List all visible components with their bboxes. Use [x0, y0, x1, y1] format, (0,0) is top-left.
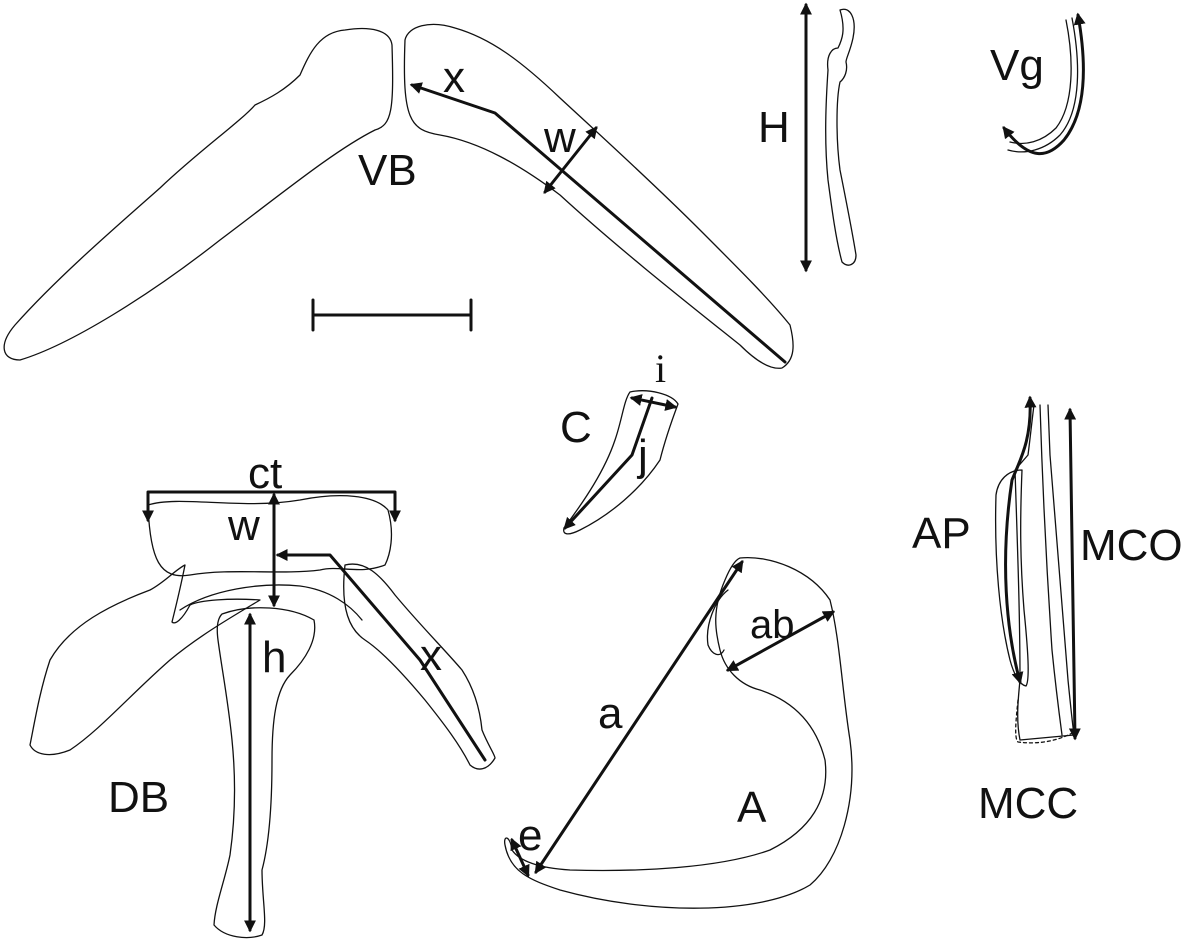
dorsal-bar-x-label: x	[420, 631, 442, 680]
ventral-bar-x-measure	[409, 82, 787, 364]
hook-outline	[825, 8, 857, 266]
male-copulatory-organ: AP MCO MCC	[912, 395, 1183, 828]
dorsal-bar-left-arm	[29, 564, 261, 756]
accessory-piece-outline	[994, 469, 1029, 687]
dorsal-bar-x-measure	[275, 549, 487, 762]
hook: H	[758, 2, 857, 273]
accessory-piece-measure	[1004, 395, 1037, 685]
dorsal-bar-w-label: w	[227, 501, 260, 550]
dorsal-bar-ct-label: ct	[248, 449, 282, 498]
mcc-label: MCC	[978, 779, 1078, 828]
copulatory-piece-j-label: j	[636, 431, 648, 480]
mco-tube-inner	[1039, 404, 1063, 736]
vagina-measure	[1002, 12, 1086, 155]
ventral-bar-x-label: x	[443, 53, 465, 102]
hook-label: H	[758, 103, 790, 152]
dorsal-bar: ct w h x DB	[29, 449, 496, 939]
mco-length-measure	[1064, 407, 1081, 741]
anchor-ab-label: ab	[750, 603, 795, 647]
anchor-a-measure	[534, 560, 744, 874]
mco-label: MCO	[1080, 521, 1183, 570]
anchor-outline	[503, 556, 853, 909]
dorsal-bar-stem	[213, 607, 316, 939]
mco-base	[1015, 699, 1075, 744]
dorsal-bar-right-arm	[343, 563, 496, 770]
copulatory-piece-i-measure	[629, 394, 678, 411]
ventral-bar: x w VB	[3, 23, 794, 369]
dorsal-bar-ct-measure	[142, 490, 401, 523]
copulatory-piece-i-label: i	[655, 346, 666, 391]
anchor: a ab e A	[503, 556, 853, 909]
anchor-label: A	[737, 783, 767, 832]
vagina: Vg	[990, 12, 1086, 155]
copulatory-piece-outline	[563, 390, 679, 535]
mco-tube-outer	[1014, 404, 1075, 741]
copulatory-piece-j-measure	[563, 396, 654, 530]
ventral-bar-left-arm	[3, 27, 394, 361]
ventral-bar-label: VB	[358, 146, 417, 195]
accessory-piece-label: AP	[912, 509, 971, 558]
dorsal-bar-label: DB	[108, 773, 169, 822]
dorsal-bar-h-label: h	[262, 633, 286, 682]
dorsal-bar-arch	[179, 584, 363, 621]
ventral-bar-w-label: w	[543, 113, 576, 162]
copulatory-piece: i j C	[560, 346, 679, 535]
ventral-bar-right-arm	[403, 23, 794, 369]
anchor-ab-measure	[725, 610, 836, 672]
ventral-bar-w-measure	[543, 126, 598, 194]
scale-bar	[311, 298, 473, 332]
anchor-e-measure	[510, 837, 530, 878]
vagina-label: Vg	[990, 41, 1044, 90]
anchor-e-label: e	[518, 811, 542, 860]
copulatory-piece-label: C	[560, 403, 592, 452]
anchor-a-label: a	[598, 689, 623, 738]
